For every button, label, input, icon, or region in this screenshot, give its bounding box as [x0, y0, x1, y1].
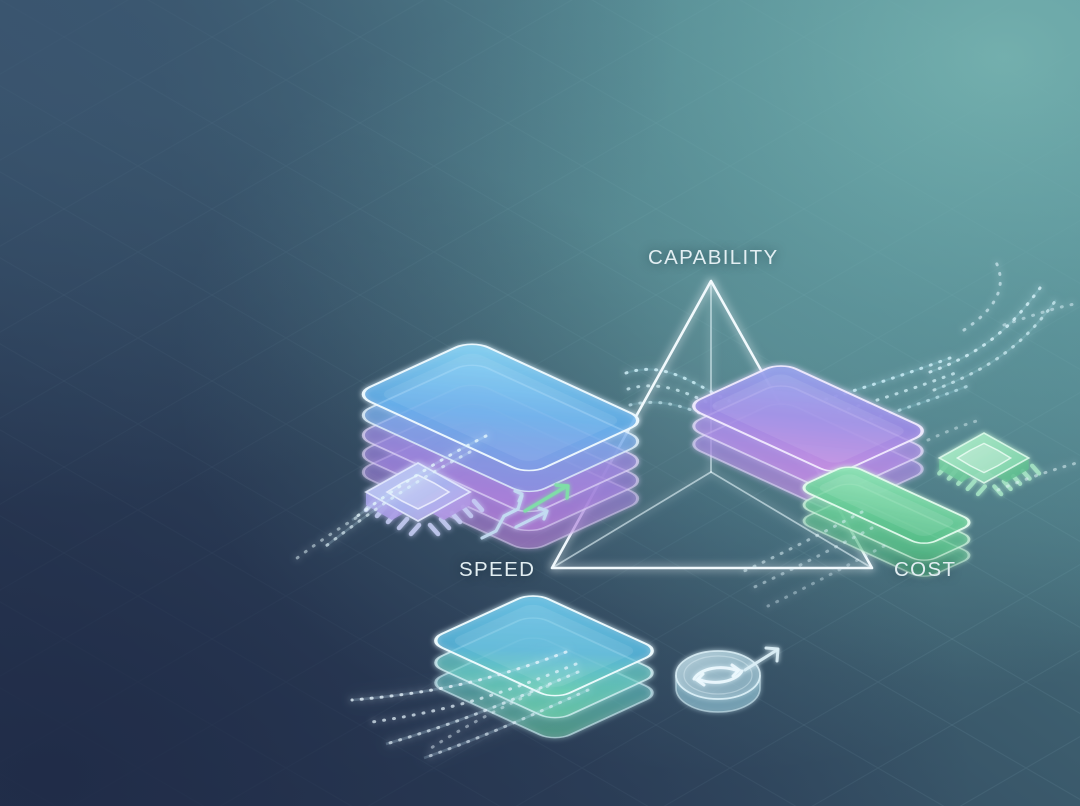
cpu-chip-purple-icon [363, 461, 485, 537]
refresh-cycle-disc-icon [675, 650, 761, 713]
vertex-label-capability: CAPABILITY [648, 246, 779, 269]
growth-arrow-icon [523, 483, 570, 513]
vertex-label-speed: SPEED [459, 558, 536, 581]
vertex-label-cost: COST [894, 558, 957, 581]
small-up-arrow-icon [743, 646, 780, 672]
cpu-chip-green-icon [937, 432, 1042, 497]
branching-arrow-icon [480, 489, 549, 540]
